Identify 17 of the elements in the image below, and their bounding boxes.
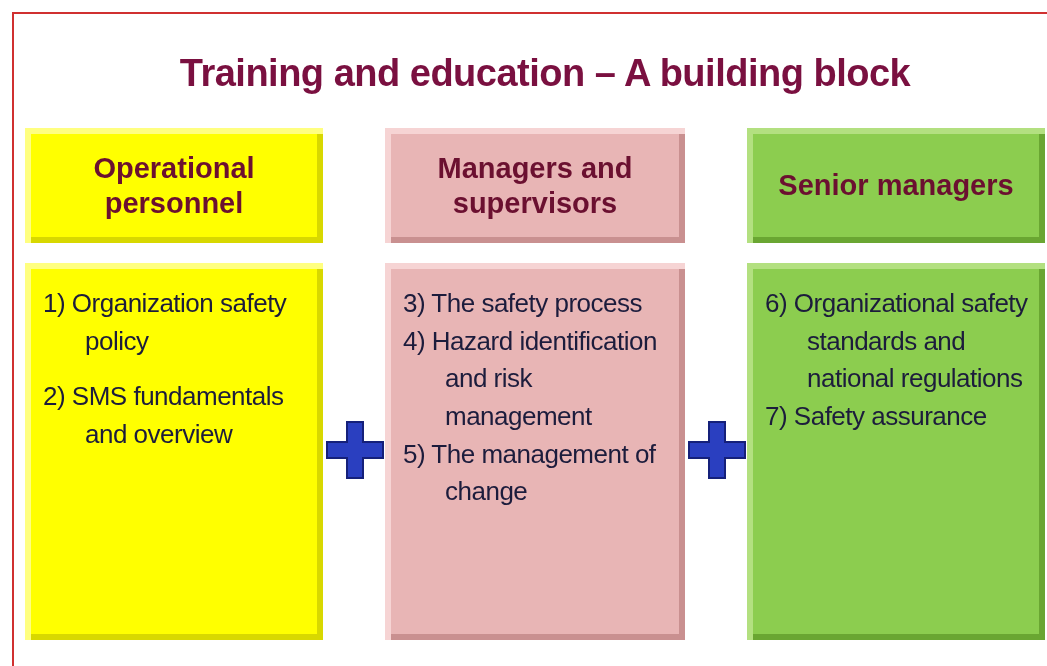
header-box — [747, 128, 1045, 243]
list-item: 5) The management of change — [403, 437, 657, 509]
list-item: 7) Safety assurance — [765, 400, 988, 434]
list-item: 2) SMS fundamentals and overview — [43, 380, 285, 452]
header-text: Operational personnel — [92, 150, 256, 221]
title: Training and education – A building block — [178, 52, 912, 95]
list-item: 1) Organization safety policy — [43, 287, 288, 358]
list-item: 4) Hazard identification and risk management — [403, 324, 658, 434]
header-box — [25, 128, 323, 243]
content-box — [25, 263, 323, 640]
list-item: 6) Organizational safety standards and national regulations — [765, 287, 1029, 396]
header-text: Managers and supervisors — [436, 150, 634, 221]
header-text: Senior managers — [778, 168, 1014, 203]
content-box — [747, 263, 1045, 640]
content-box — [385, 263, 685, 640]
header-box — [385, 128, 685, 243]
list-item: 3) The safety process — [403, 287, 644, 320]
